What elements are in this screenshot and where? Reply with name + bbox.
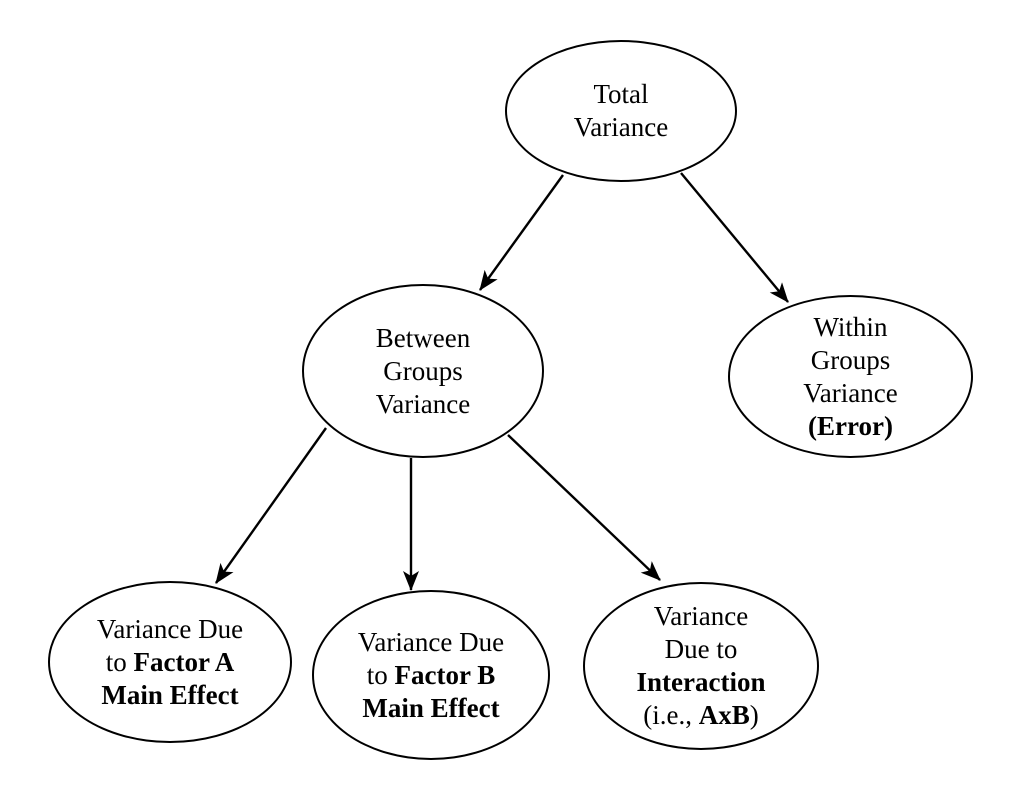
node-variance-interaction: Variance Due to Interaction (i.e., AxB) [583,582,819,750]
label-line: Variance [803,377,897,410]
arrow-between-to-interaction [507,434,661,581]
label-text: Groups [810,344,891,375]
label-text: Variance Due [96,613,244,644]
node-label: Variance Due to Factor A Main Effect [97,613,243,712]
label-line: to Factor B [358,659,504,692]
label-line: Main Effect [97,679,243,712]
label-line: Within [803,311,897,344]
node-label: Variance Due to Interaction (i.e., AxB) [637,600,766,732]
label-text-bold: (Error) [808,410,893,441]
label-line: Variance [637,600,766,633]
node-label: Variance Due to Factor B Main Effect [358,626,504,725]
label-text: Variance [573,112,669,142]
label-line: Due to [637,633,766,666]
label-line: (i.e., AxB) [637,699,766,732]
label-text-bold: Factor B [394,659,496,690]
label-line: Main Effect [358,692,504,725]
label-text: Variance Due [357,626,505,657]
label-text-bold: AxB [698,700,750,730]
label-line: (Error) [803,410,897,443]
label-text: Variance [803,377,898,408]
label-text: Total [593,79,649,109]
node-label: Total Variance [574,78,668,144]
label-text: Variance [375,388,471,419]
label-text: Within [813,311,888,342]
label-text: Due to [664,634,738,664]
node-between-groups-variance: Between Groups Variance [302,284,544,458]
label-line: Interaction [637,666,766,699]
label-line: Groups [803,344,897,377]
node-label: Between Groups Variance [376,322,470,421]
arrow-between-to-factor-a [215,427,327,584]
label-text: Variance [653,601,749,631]
node-within-groups-variance-error: Within Groups Variance (Error) [728,295,973,458]
label-text: ) [749,700,759,730]
label-text-bold: Main Effect [101,679,239,710]
arrow-total-to-within [680,172,789,303]
label-line: to Factor A [97,646,243,679]
node-label: Within Groups Variance (Error) [803,311,897,443]
label-text-bold: Factor A [133,646,235,677]
label-line: Between [376,322,470,355]
node-variance-factor-a-main-effect: Variance Due to Factor A Main Effect [48,581,292,743]
label-line: Variance Due [358,626,504,659]
label-line: Variance Due [97,613,243,646]
label-line: Variance [376,388,470,421]
label-line: Variance [574,111,668,144]
label-text: to [366,659,395,690]
label-text: Between [375,322,471,353]
node-total-variance: Total Variance [505,40,737,182]
label-text-bold: Interaction [636,667,766,697]
label-text: (i.e., [643,700,699,730]
arrow-total-to-between [479,174,564,291]
label-line: Total [574,78,668,111]
label-text: Groups [383,355,463,386]
label-text-bold: Main Effect [362,692,500,723]
node-variance-factor-b-main-effect: Variance Due to Factor B Main Effect [312,590,550,760]
label-line: Groups [376,355,470,388]
label-text: to [105,646,134,677]
